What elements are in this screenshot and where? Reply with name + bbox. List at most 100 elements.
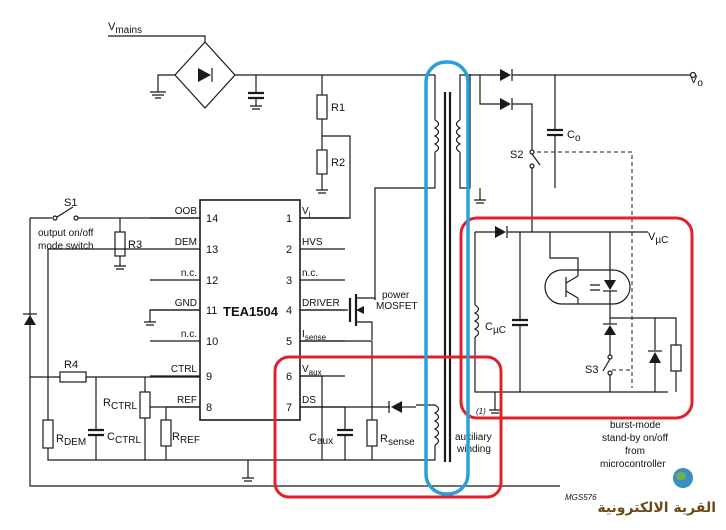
highlight-aux-circuit xyxy=(273,355,503,499)
pin-name: Vi xyxy=(302,206,311,219)
r1-label: R1 xyxy=(331,102,345,114)
pin-12: n.c. 12 xyxy=(150,268,218,287)
output-capacitor-co: Co xyxy=(547,75,581,188)
pin-1: Vi 1 xyxy=(286,206,345,225)
ground-pin-11 xyxy=(144,309,254,482)
r3-label: R3 xyxy=(128,239,142,251)
transformer: auxiliary winding xyxy=(300,74,500,462)
pin-number: 3 xyxy=(286,275,292,287)
pin-6: Vaux 6 xyxy=(286,364,345,383)
pin-10: n.c. 10 xyxy=(150,329,218,348)
pin-name: n.c. xyxy=(302,268,318,279)
pin-11: GND 11 xyxy=(150,298,217,317)
burst-label-1: burst-mode xyxy=(610,420,661,431)
pin-number: 2 xyxy=(286,244,292,256)
pin-name: CTRL xyxy=(171,364,198,375)
pin-name: OOB xyxy=(175,206,198,217)
s1-note-1: output on/off xyxy=(38,228,94,239)
pin-8: REF 8 xyxy=(150,395,212,414)
cctrl-rctrl: CCTRL RCTRL xyxy=(88,377,151,460)
zener-and-s3: S3 xyxy=(585,317,682,392)
switch-s1[interactable]: S1 output on/off mode switch xyxy=(23,197,560,487)
pin-13: DEM 13 xyxy=(150,237,218,256)
pin-name: REF xyxy=(177,395,197,406)
resistor-r2: R2 xyxy=(300,119,351,219)
note-mark: (1) xyxy=(476,407,486,416)
co-label: Co xyxy=(567,129,581,144)
pin-number: 13 xyxy=(206,244,218,256)
resistor-rdem: RDEM xyxy=(42,248,300,461)
pin-7: DS 7 xyxy=(286,395,345,414)
r4-label: R4 xyxy=(64,359,78,371)
uc-supply: VµC CµC (1) xyxy=(473,226,668,416)
pin-2: HVS 2 xyxy=(286,237,345,256)
pin-number: 14 xyxy=(206,213,218,225)
r2-label: R2 xyxy=(331,157,345,169)
pin-number: 8 xyxy=(206,402,212,414)
bulk-capacitor xyxy=(248,75,264,110)
watermark-text: القرية الالكترونية xyxy=(597,500,716,516)
resistor-r3: R3 xyxy=(114,218,142,270)
pin-name: DEM xyxy=(175,237,197,248)
pin-number: 6 xyxy=(286,371,292,383)
aux-label-1: auxiliary xyxy=(455,432,492,443)
rdem-label: RDEM xyxy=(56,433,86,448)
pin-name: GND xyxy=(175,298,197,309)
mosfet-label-1: power xyxy=(382,290,410,301)
drawing-code: MGS576 xyxy=(565,493,597,502)
vmains-label: Vmains xyxy=(108,21,142,36)
pin-9: CTRL 9 xyxy=(150,364,212,383)
burst-label-2: stand-by on/off xyxy=(602,433,668,444)
s3-label: S3 xyxy=(585,364,598,376)
pin-3: n.c. 3 xyxy=(286,268,345,287)
rref-label: RREF xyxy=(172,431,200,446)
pin-name: DS xyxy=(302,395,316,406)
pin-name: HVS xyxy=(302,237,323,248)
bridge-rectifier xyxy=(150,41,435,109)
s1-note-2: mode switch xyxy=(38,241,94,252)
optocoupler xyxy=(544,232,631,318)
burst-label-3: from xyxy=(625,446,645,457)
pin-name: DRIVER xyxy=(302,298,340,309)
s1-label: S1 xyxy=(64,197,77,209)
s2-label: S2 xyxy=(510,149,523,161)
output-diodes: Vo xyxy=(479,69,703,150)
rctrl-label: RCTRL xyxy=(103,397,138,412)
resistor-r1: R1 xyxy=(316,75,345,120)
aux-circuit: Caux Rsense xyxy=(300,217,416,460)
pin-number: 12 xyxy=(206,275,218,287)
pin-number: 10 xyxy=(206,336,218,348)
mains-input: Vmains xyxy=(108,21,206,42)
resistor-rref: RREF xyxy=(160,406,200,460)
pin-name: Vaux xyxy=(302,364,322,377)
pin-name: n.c. xyxy=(181,329,197,340)
pin-number: 5 xyxy=(286,336,292,348)
vo-label: Vo xyxy=(690,74,703,89)
highlight-transformer xyxy=(424,60,470,496)
pin-4: DRIVER 4 xyxy=(286,298,345,317)
highlight-uc-supply xyxy=(459,216,694,420)
burst-label-4: microcontroller xyxy=(600,459,666,470)
mosfet-label-2: MOSFET xyxy=(376,301,418,312)
ic-label: TEA1504 xyxy=(223,304,279,319)
cuc-label: CµC xyxy=(485,321,506,336)
pin-number: 11 xyxy=(206,305,217,317)
pin-number: 7 xyxy=(286,402,292,414)
power-mosfet: power MOSFET xyxy=(300,290,418,342)
pin-number: 9 xyxy=(206,371,212,383)
pin-number: 4 xyxy=(286,305,292,317)
aux-label-2: winding xyxy=(456,444,491,455)
pin-name: n.c. xyxy=(181,268,197,279)
pin-number: 1 xyxy=(286,213,292,225)
burst-note: burst-mode stand-by on/off from microcon… xyxy=(600,420,668,470)
caux-label: Caux xyxy=(309,432,333,447)
watermark-logo: القرية الالكترونية xyxy=(597,468,716,516)
cctrl-label: CCTRL xyxy=(107,431,142,446)
resistor-r4: R4 xyxy=(30,359,200,383)
switch-s2[interactable]: S2 xyxy=(510,149,633,388)
pin-14: OOB 14 xyxy=(150,206,218,225)
rsense-label: Rsense xyxy=(380,433,415,448)
